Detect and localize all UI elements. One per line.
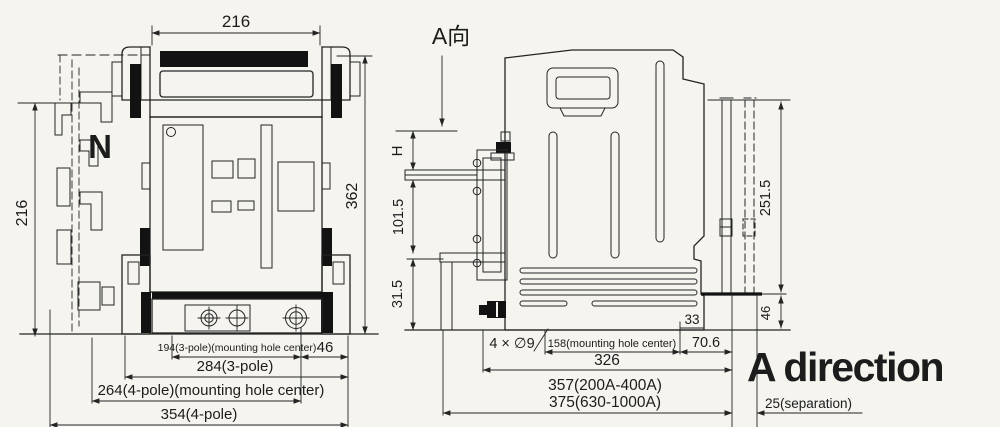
dim-separation: 25(separation) xyxy=(765,396,852,411)
view-direction-arrow: A向 xyxy=(432,23,470,127)
mounting-hole-right xyxy=(282,304,310,332)
front-view-neutral-pole: N xyxy=(54,54,151,333)
nameplate xyxy=(277,161,315,212)
dim-4pole-width: 354(4-pole) xyxy=(161,406,238,423)
dim-front-height: 362 xyxy=(344,183,361,210)
upper-busbar xyxy=(404,169,506,181)
dim-46: 46 xyxy=(758,306,773,320)
side-view-body xyxy=(404,49,791,331)
separation-plates xyxy=(719,97,757,295)
dim-depth-630-1000: 375(630-1000A) xyxy=(549,394,661,411)
mounting-hole-middle xyxy=(225,305,249,331)
front-view-dimensions: 216 362 216 194(3-pole)(mounting hole ce… xyxy=(14,12,373,427)
neutral-pole-label: N xyxy=(88,128,112,165)
dim-depth-200-400: 357(200A-400A) xyxy=(548,377,662,394)
dim-326: 326 xyxy=(594,352,620,369)
dim-mount-3pole: 194(3-pole)(mounting hole center) xyxy=(158,342,317,354)
front-view: N xyxy=(14,12,379,427)
vent-grille xyxy=(519,267,698,307)
dim-mount: 158(mounting hole center) xyxy=(548,338,676,350)
view-direction-label: A向 xyxy=(432,23,470,49)
side-view: A向 xyxy=(389,23,863,427)
front-view-body xyxy=(19,46,379,335)
dim-h: H xyxy=(389,146,406,157)
arc-chute-bar xyxy=(160,51,308,67)
dim-edge-offset: 46 xyxy=(317,339,334,356)
lower-busbar xyxy=(439,252,506,331)
holes-label: 4 × ∅9 xyxy=(489,336,534,352)
dim-front-width: 216 xyxy=(222,12,250,31)
dim-lower: 31.5 xyxy=(390,280,406,308)
side-view-dimensions: H 101.5 31.5 251.5 46 33 4 × ∅9 158(moun… xyxy=(389,99,863,427)
dim-upper: 101.5 xyxy=(391,199,407,235)
dim-33: 33 xyxy=(684,312,699,327)
dim-3pole-width: 284(3-pole) xyxy=(197,358,274,375)
dim-height: 251.5 xyxy=(758,180,774,216)
separation-plate-dashed xyxy=(744,99,755,295)
dim-npole-height: 216 xyxy=(14,200,31,227)
dim-mount-4pole: 264(4-pole)(mounting hole center) xyxy=(98,382,325,399)
caption-a-direction: A direction xyxy=(747,344,943,390)
mounting-hole-left xyxy=(197,306,221,330)
dim-70-6: 70.6 xyxy=(692,335,720,351)
handle-recess xyxy=(546,67,619,109)
terminal-assembly xyxy=(404,131,515,331)
